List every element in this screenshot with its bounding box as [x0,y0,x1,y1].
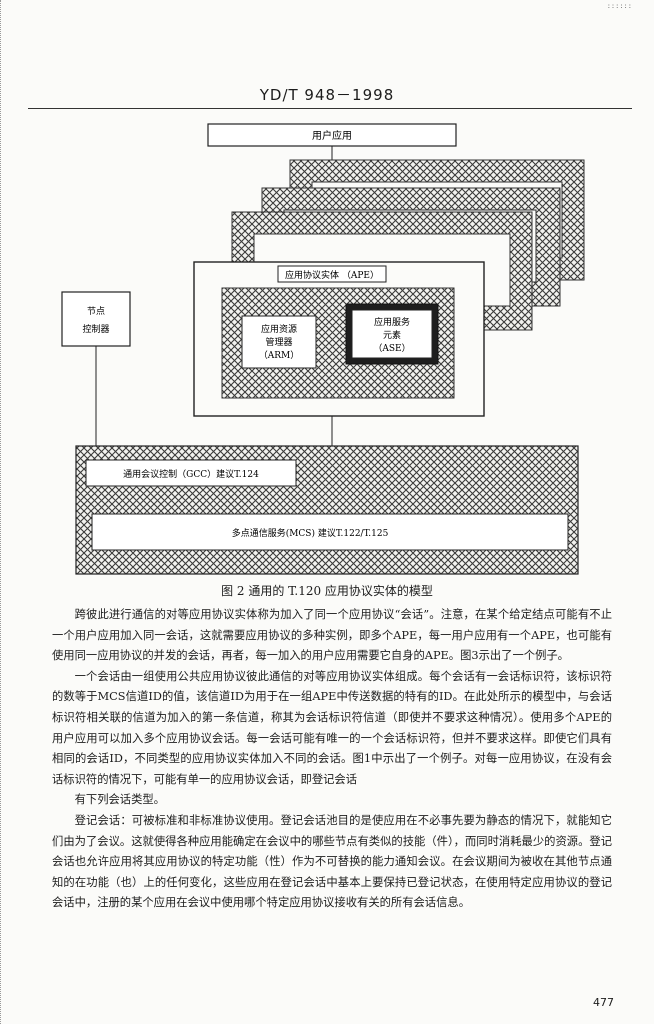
node-controller-label-line-2: 控制器 [82,323,109,335]
paragraph: 跨彼此进行通信的对等应用协议实体称为加入了同一个应用协议“会话”。注意，在某个给… [52,608,612,663]
arm-label-line-2: 管理器 [265,336,292,348]
gcc-box [85,459,297,487]
arm-label-line-3: （ARM） [259,350,300,361]
header-rule [28,108,632,109]
ase-box [351,309,433,359]
arm-box [241,315,317,369]
mcs-box [91,513,569,551]
paragraph: 有下列会话类型。 [74,793,165,807]
page-number: 477 [593,996,614,1009]
mcs-label: 多点通信服务(MCS) 建议T.122/T.125 [232,527,389,539]
arm-label-line-1: 应用资源 [261,323,297,335]
node-controller-box [61,291,131,347]
ape-label: 应用协议实体 （APE） [285,269,379,281]
ase-label-line-2: 元素 [383,329,401,341]
ape-label-box [277,265,387,283]
scan-edge-noise [0,0,5,1024]
ase-label-line-3: （ASE） [373,343,410,354]
figure-caption: 图 2 通用的 T.120 应用协议实体的模型 [221,584,433,598]
gcc-label: 通用会议控制（GCC）建议T.124 [123,468,259,480]
paragraph: 一个会话由一组使用公共应用协议彼此通信的对等应用协议实体组成。每个会话有一会话标… [52,669,612,786]
standard-number-header: YD/T 948－1998 [259,86,395,104]
node-controller-label-line-1: 节点 [87,306,105,317]
body-text: 跨彼此进行通信的对等应用协议实体称为加入了同一个应用协议“会话”。注意，在某个给… [52,605,612,914]
corner-mark: :::::: [606,2,632,10]
user-application-label: 用户应用 [312,129,352,142]
ape-model-figure: 用户应用 应用协议实体 （APE） 应用资源 管理器 （ARM） 应用服务 元素… [61,123,585,575]
ase-label-line-1: 应用服务 [374,316,410,328]
paragraph: 登记会话：可被标准和非标准协议使用。登记会话池目的是使应用在不必事先要为静态的情… [52,813,612,910]
